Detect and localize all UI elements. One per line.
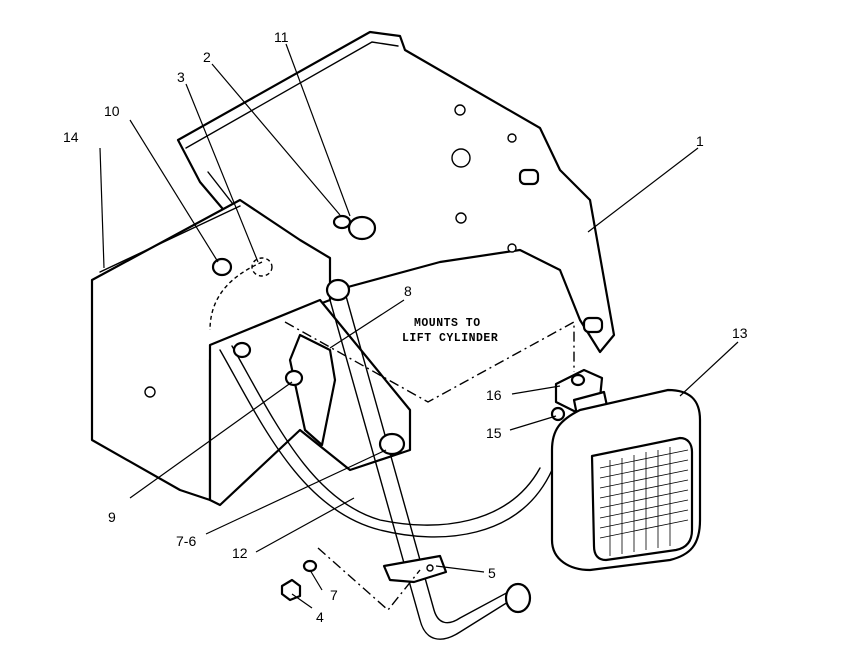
hidden-wire: [209, 261, 263, 331]
work-light-lens: [590, 436, 694, 562]
light-nut: [570, 373, 586, 387]
callout-4: 4: [316, 609, 324, 625]
wire-harness: [219, 349, 553, 538]
callout-10: 10: [104, 103, 120, 119]
callout-5: 5: [488, 565, 496, 581]
callout-3: 3: [177, 69, 185, 85]
tube-end-cap: [504, 582, 532, 614]
bracket-stud: [518, 168, 540, 186]
callout-16: 16: [486, 387, 502, 403]
tube-clamp: [382, 554, 448, 584]
support-tube-inner: [345, 295, 513, 624]
callout-15: 15: [486, 425, 502, 441]
hex-nut: [284, 369, 304, 387]
hardware-centerline: [317, 547, 421, 612]
callout-8: 8: [404, 283, 412, 299]
callout-7: 7: [330, 587, 338, 603]
hidden-bolt: [251, 257, 273, 277]
hex-nut: [232, 341, 252, 359]
light-bolt: [550, 406, 566, 422]
callout-7-6: 7-6: [176, 533, 196, 549]
mounting-note-line-1: MOUNTS TO: [414, 317, 481, 330]
bracket-hole-large: [451, 148, 471, 168]
callout-11: 11: [274, 29, 289, 45]
bracket-hole: [454, 104, 466, 116]
washer: [302, 559, 318, 573]
wire-harness-outer: [231, 345, 541, 526]
eye-bolt: [347, 215, 377, 241]
hex-bolt: [325, 278, 351, 302]
cap-bolt: [211, 257, 233, 277]
cab-panel-edge: [99, 205, 241, 273]
panel-hole: [144, 386, 156, 398]
bracket-hole: [507, 243, 517, 253]
callout-14: 14: [63, 129, 79, 145]
eye-bolt-loop: [332, 214, 352, 230]
mount-post: [288, 333, 337, 447]
clamp-hole: [426, 564, 434, 572]
callout-1: 1: [696, 133, 704, 149]
support-tube: [329, 299, 509, 640]
callout-12: 12: [232, 545, 248, 561]
bracket-stud: [582, 316, 604, 334]
callout-13: 13: [732, 325, 748, 341]
bracket-hole: [455, 212, 467, 224]
callout-9: 9: [108, 509, 116, 525]
callout-2: 2: [203, 49, 211, 65]
bracket-hole: [507, 133, 517, 143]
loose-bolt: [280, 578, 302, 602]
lens-grid: [599, 447, 689, 556]
hex-bolt: [378, 432, 406, 456]
mounting-note-line-2: LIFT CYLINDER: [402, 332, 498, 345]
mounting-centerline: [284, 320, 575, 403]
leader-lines: [99, 43, 739, 609]
